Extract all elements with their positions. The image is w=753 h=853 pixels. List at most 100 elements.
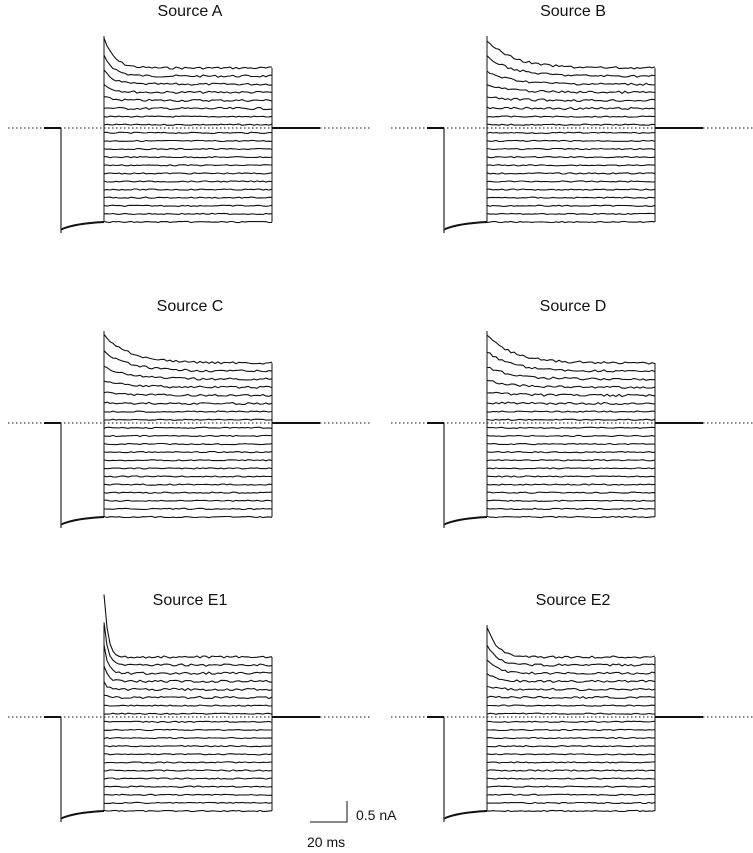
panel-title: Source A: [158, 3, 223, 20]
current-trace: [103, 745, 273, 748]
step-edges: [103, 625, 273, 811]
current-trace: [486, 769, 656, 772]
current-trace: [103, 156, 273, 159]
current-trace: [486, 442, 656, 446]
current-trace: [103, 365, 273, 381]
current-trace: [486, 761, 656, 764]
current-trace: [486, 673, 656, 683]
current-trace: [103, 401, 273, 406]
step-edges: [486, 331, 656, 517]
current-trace: [103, 491, 273, 494]
panel-5: Source E1: [8, 592, 370, 822]
current-trace: [103, 644, 273, 675]
current-trace: [103, 769, 273, 772]
current-trace: [486, 55, 656, 78]
current-trace: [103, 777, 273, 780]
prepulse-trace: [443, 128, 488, 233]
current-trace: [104, 410, 273, 413]
current-trace: [103, 622, 273, 667]
current-trace: [103, 665, 273, 683]
prepulse-noise: [444, 810, 488, 819]
current-trace: [486, 84, 656, 95]
current-trace: [486, 164, 655, 167]
panel-6: Source E2: [391, 592, 753, 822]
panel-1: Source A: [8, 3, 370, 233]
current-trace: [487, 745, 655, 748]
current-trace: [486, 401, 656, 405]
current-trace: [486, 627, 656, 659]
current-trace: [103, 106, 273, 111]
current-trace: [486, 70, 656, 86]
current-trace: [486, 712, 656, 715]
current-trace: [104, 753, 273, 756]
panel-title: Source E1: [153, 592, 228, 609]
current-trace: [486, 426, 656, 429]
current-trace: [103, 442, 273, 446]
current-trace: [486, 204, 656, 207]
current-trace: [103, 451, 273, 454]
current-trace: [486, 659, 656, 675]
current-trace: [103, 507, 273, 511]
current-trace: [103, 681, 273, 692]
current-trace: [486, 156, 656, 159]
current-trace: [103, 139, 273, 143]
current-trace: [103, 188, 273, 191]
current-trace: [486, 695, 655, 700]
current-trace: [103, 180, 273, 183]
current-trace: [103, 123, 273, 126]
current-trace: [486, 736, 656, 740]
current-trace: [486, 459, 656, 462]
current-trace: [486, 777, 656, 780]
current-trace: [103, 147, 273, 151]
panel-title: Source C: [157, 298, 224, 315]
current-trace: [103, 426, 273, 429]
current-trace: [486, 644, 656, 667]
current-trace: [486, 212, 656, 216]
prepulse-trace: [443, 717, 488, 822]
current-trace: [104, 499, 273, 502]
current-trace: [486, 801, 656, 805]
current-trace: [103, 475, 273, 478]
current-trace: [103, 96, 273, 102]
panel-title: Source E2: [536, 592, 611, 609]
current-trace: [486, 685, 656, 692]
current-trace: [486, 366, 656, 381]
current-trace: [103, 785, 273, 788]
step-edges: [486, 36, 656, 222]
current-trace: [486, 451, 656, 454]
prepulse-trace: [60, 717, 105, 822]
current-trace: [486, 785, 655, 788]
current-trace: [486, 483, 656, 486]
current-trace: [103, 350, 273, 373]
current-trace: [486, 720, 656, 723]
current-trace: [486, 391, 656, 398]
current-trace: [486, 467, 656, 470]
current-trace: [486, 753, 656, 756]
current-trace: [486, 418, 656, 421]
scale-bar: 0.5 nA 20 ms: [307, 801, 397, 850]
current-trace: [103, 704, 273, 707]
current-trace: [486, 196, 656, 199]
panel-4: Source D: [391, 298, 753, 528]
panel-title: Source D: [540, 298, 607, 315]
current-trace: [103, 69, 273, 86]
prepulse-trace: [443, 423, 488, 528]
current-trace: [104, 801, 273, 804]
current-trace: [103, 728, 272, 732]
current-trace: [486, 139, 656, 143]
current-trace: [103, 712, 273, 715]
current-trace: [486, 410, 655, 413]
current-trace: [486, 180, 656, 183]
current-trace: [486, 499, 656, 502]
current-trace: [487, 491, 656, 494]
step-edges: [486, 625, 656, 811]
current-trace: [103, 220, 272, 224]
current-trace: [486, 793, 656, 796]
current-trace: [103, 84, 273, 94]
current-trace: [486, 106, 656, 111]
prepulse-trace: [60, 128, 105, 233]
prepulse-noise: [61, 810, 105, 819]
prepulse-noise: [61, 516, 105, 525]
